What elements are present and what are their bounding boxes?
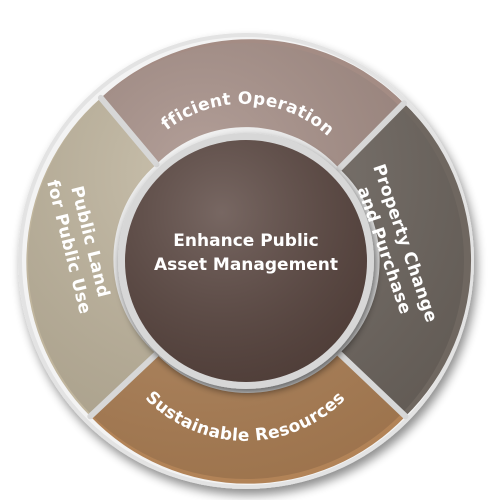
center-label-line2: Asset Management bbox=[154, 255, 338, 275]
center-label-line1: Enhance Public bbox=[173, 231, 318, 251]
